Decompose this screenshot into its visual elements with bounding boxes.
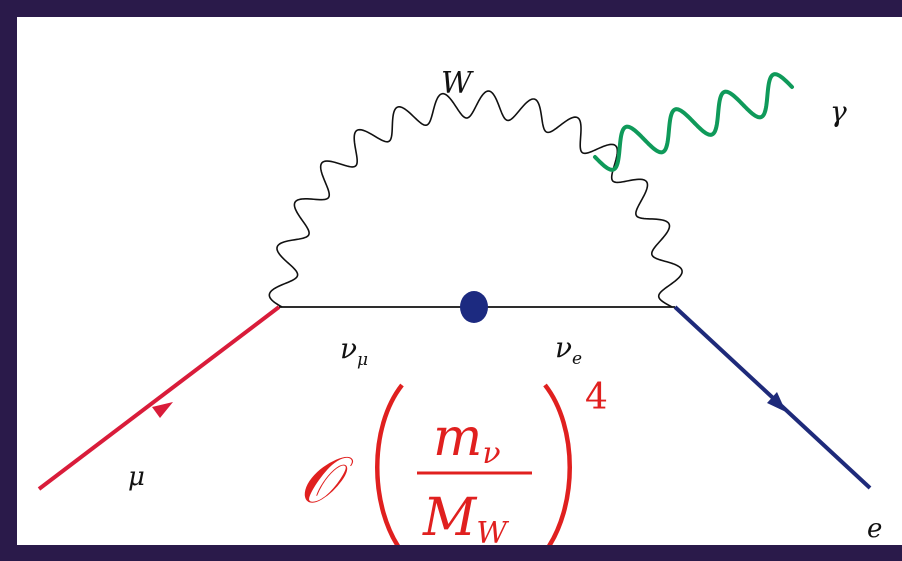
exponent: 4 — [585, 377, 608, 418]
nu-mu-label: νμ — [340, 332, 368, 370]
w-boson-label: W — [441, 66, 474, 101]
suppression-formula: 𝒪 mν MW 4 — [299, 377, 608, 545]
left-paren — [375, 383, 404, 545]
numerator: mν — [433, 408, 501, 471]
w-boson-propagator — [268, 90, 683, 308]
order-symbol: 𝒪 — [299, 444, 354, 518]
neutrino-mixing-vertex — [460, 291, 488, 323]
right-paren — [543, 383, 572, 545]
electron-label: e — [867, 514, 882, 544]
feynman-diagram: W γ νμ νe μ e 𝒪 mν MW 4 — [37, 66, 882, 545]
muon-line — [37, 305, 281, 491]
diagram-canvas: W γ νμ νe μ e 𝒪 mν MW 4 — [17, 17, 902, 545]
electron-arrow — [767, 392, 786, 412]
nu-e-label: νe — [555, 331, 582, 369]
photon-line — [593, 72, 794, 172]
muon-arrow — [152, 402, 173, 418]
denominator: MW — [422, 488, 509, 545]
photon-label: γ — [830, 95, 847, 128]
muon-label: μ — [128, 462, 145, 492]
